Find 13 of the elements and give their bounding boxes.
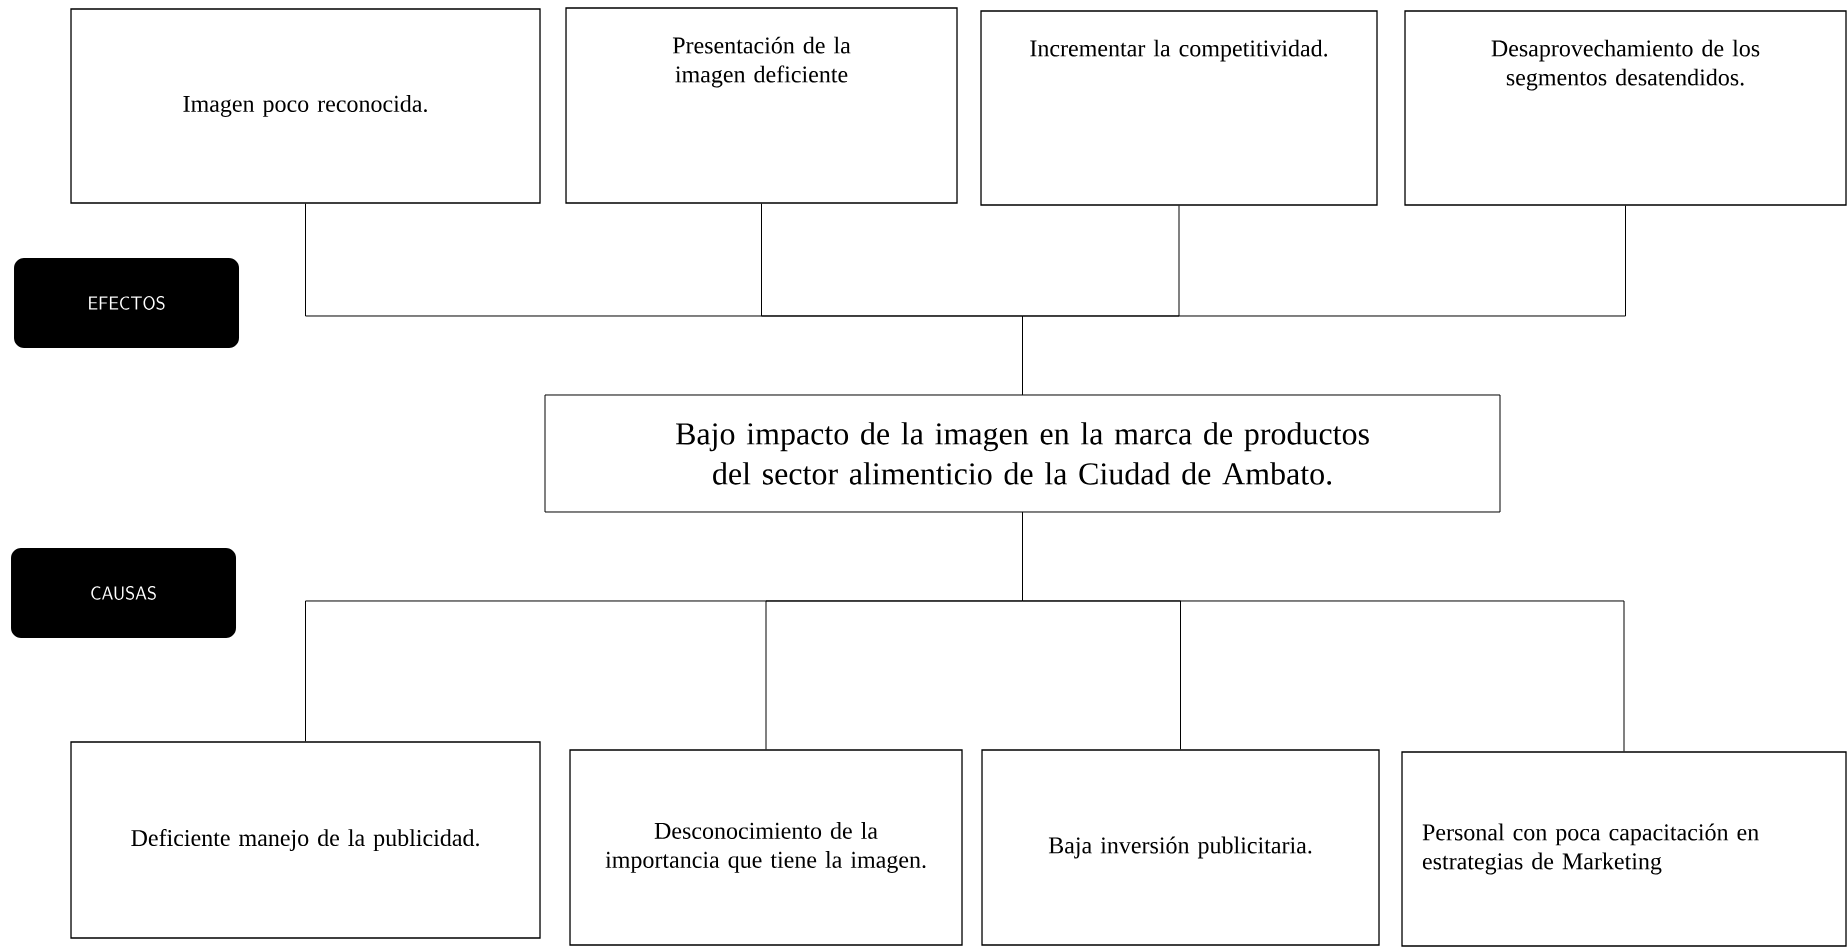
connector-line [1022,512,1625,752]
effect-box: Presentación de la imagen deficiente [565,7,958,204]
cause-box: Baja inversión publicitaria. [981,749,1380,946]
cause-box: Deficiente manejo de la publicidad. [70,741,541,939]
effect-box: Incrementar la competitividad. [980,10,1378,206]
cause-box: Personal con poca capacitación en estrategias de Marketing [1401,751,1847,947]
problem-box: Bajo impacto de la imagen en la marca de productos del sector alimenticio de la Ciudad de Ambato. [544,394,1501,513]
cause-box: Desconocimiento de la importancia que tiene la imagen. [569,749,963,946]
section-tag: EFECTOS [14,258,239,348]
effect-box: Desaprovechamiento de los segmentos desatendidos. [1404,10,1847,206]
effect-box: Imagen poco reconocida. [70,8,541,204]
connector-line [1022,205,1626,395]
section-tag: CAUSAS [11,548,236,638]
